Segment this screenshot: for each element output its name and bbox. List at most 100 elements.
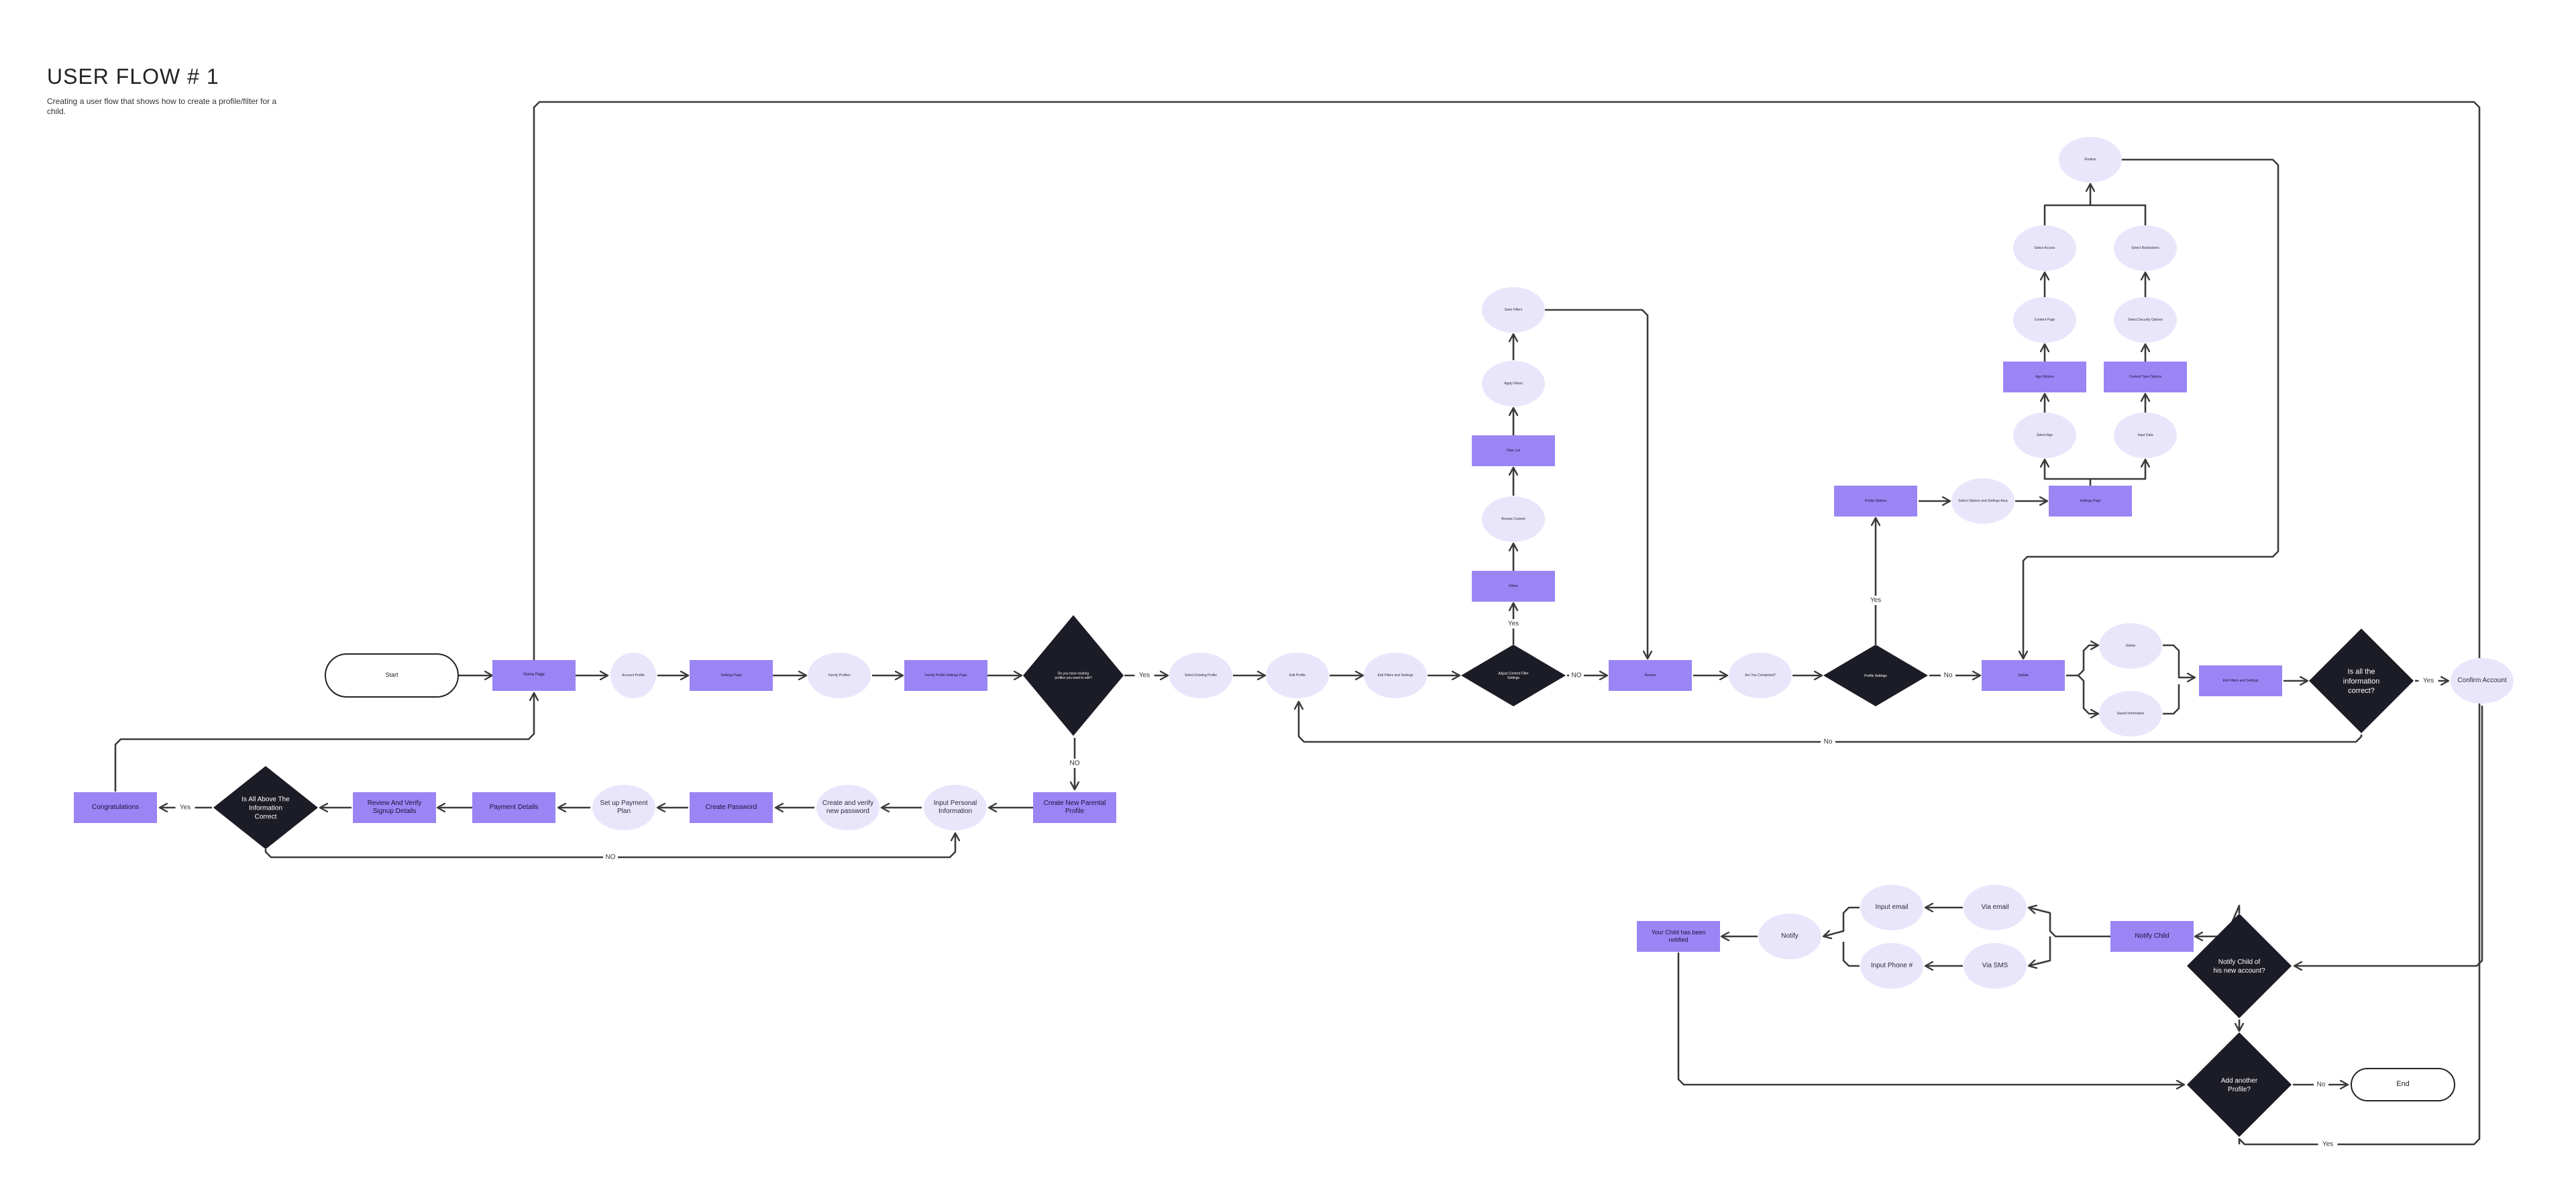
node-label: Payment Details — [489, 803, 539, 811]
screen-edit-options: Edit Filters and Settings — [1364, 653, 1427, 698]
process-child-notified: Your Child has been notified — [1637, 921, 1720, 952]
decision-shape — [2187, 1032, 2292, 1137]
connector-label-yes: Yes — [2322, 1141, 2333, 1148]
node-label: Select Existing Profile — [1184, 673, 1218, 677]
screen-content-page: Content Page — [2013, 297, 2076, 343]
connector-arrow — [2090, 459, 2145, 480]
connector-arrow — [1823, 906, 1860, 936]
connector-arrow — [1677, 953, 2184, 1085]
screen-age: Select Age — [2013, 413, 2076, 458]
connector-label-no: NO — [1070, 760, 1080, 767]
connector-label-yes: Yes — [2423, 677, 2434, 685]
node-label: Select Options and Settings Area — [1958, 498, 2008, 503]
connector-labels: YesNONoYesYesYesNoNOYesNOYesNoYes — [175, 596, 2438, 1149]
node-label: Family Profile Settings Page — [924, 673, 967, 677]
process-review: Review — [1609, 660, 1692, 691]
connector-arrow — [2029, 936, 2051, 966]
node-label: Settings Page — [2080, 498, 2101, 503]
node-label: Input email — [1875, 903, 1909, 911]
connector-label-background — [2418, 676, 2438, 686]
screen-via-email: Via email — [1964, 885, 2027, 930]
connector-label-background — [1067, 759, 1082, 768]
screen-inputs: Input Data — [2114, 413, 2177, 458]
page-title: USER FLOW # 1 — [47, 64, 219, 89]
connector-label-background — [175, 803, 195, 812]
node-label: Filter List — [1506, 448, 1521, 453]
screen-notify: Notify — [1758, 914, 1821, 959]
screen-account: Account Profile — [610, 653, 656, 698]
connector-label-background — [1866, 596, 1886, 605]
node-label: Set up Payment Plan — [600, 799, 648, 816]
process-home: Home Page — [492, 660, 576, 691]
connector-label-no: No — [1824, 739, 1833, 746]
process-update: Update — [1982, 660, 2065, 691]
screen-complete: Are You Completed? — [1729, 653, 1792, 698]
process-review-verify: Review And Verify Signup Details — [353, 792, 436, 823]
screen-security: Select Security Options — [2114, 297, 2177, 343]
process-create-new: Create New Parental Profile — [1033, 792, 1116, 823]
node-label: Content Page — [2034, 317, 2055, 322]
connector-label-yes: Yes — [180, 804, 191, 812]
node-label: Review And Verify Signup Details — [367, 799, 422, 816]
node-label: Review — [1644, 673, 1656, 677]
connector-arrow — [1545, 309, 1648, 659]
screen-save-filters: Save Filters — [1482, 287, 1545, 333]
decision-shape — [1461, 645, 1566, 706]
decision-label: Profile Settings — [1864, 674, 1887, 678]
connector-arrow — [2090, 204, 2147, 225]
connector-arrow — [2043, 184, 2090, 225]
process-settings-page: Settings Page — [2049, 486, 2132, 517]
node-label: Edit Profile — [1289, 673, 1306, 677]
node-label: Browse Content — [1501, 517, 1525, 521]
connector-arrow — [2078, 675, 2098, 714]
connector-label-yes: Yes — [1870, 597, 1881, 604]
node-label: Select Restrictions — [2131, 246, 2159, 250]
connector-arrow — [2045, 459, 2092, 486]
connector-label-background — [1134, 671, 1155, 680]
node-label: Save Filters — [1504, 307, 1523, 312]
node-label: Notify Child — [2135, 932, 2169, 940]
connector-arrow — [2294, 706, 2483, 966]
screen-finalize: Finalize — [2059, 137, 2122, 182]
node-label: Apply Filters — [1504, 381, 1523, 386]
screen-family: Family Profiles — [808, 653, 871, 698]
node-label: Age Options — [2035, 374, 2054, 379]
process-filters: Filters — [1472, 571, 1555, 602]
process-edit-final: Edit Filters and Settings — [2199, 665, 2282, 696]
node-label: Home Page — [523, 673, 545, 677]
node-label: Edit Filters and Settings — [2222, 678, 2259, 683]
connector-label-background — [1503, 619, 1523, 629]
terminal-start: Start — [325, 653, 459, 698]
node-label: Confirm Account — [2457, 676, 2507, 684]
node-label: Saved Information — [2116, 711, 2145, 716]
decision-shape — [2187, 914, 2292, 1018]
node-label: Start — [385, 671, 398, 679]
process-filter-list: Filter List — [1472, 435, 1555, 466]
process-create-password: Create Password — [690, 792, 773, 823]
node-label: Create and verify new password — [822, 799, 874, 816]
node-label: Input Phone # — [1870, 961, 1913, 969]
node-label: Content Type Options — [2129, 374, 2162, 379]
connector-label-no: NO — [606, 854, 616, 861]
node-label: Update — [2017, 673, 2029, 677]
connector-label-background — [2318, 1140, 2338, 1149]
node-label: Finalize — [2084, 157, 2096, 162]
decision-shape — [1023, 615, 1124, 736]
connector-arrow — [1299, 702, 2363, 743]
connector-label-background — [2314, 1080, 2328, 1089]
decision-shape — [2309, 629, 2414, 733]
screen-input-email: Input email — [1860, 885, 1923, 930]
decision-shape — [213, 766, 318, 849]
connector-label-no: No — [1944, 672, 1953, 679]
process-pro-opt: Profile Options — [1834, 486, 1917, 517]
connector-arrow — [114, 693, 534, 792]
